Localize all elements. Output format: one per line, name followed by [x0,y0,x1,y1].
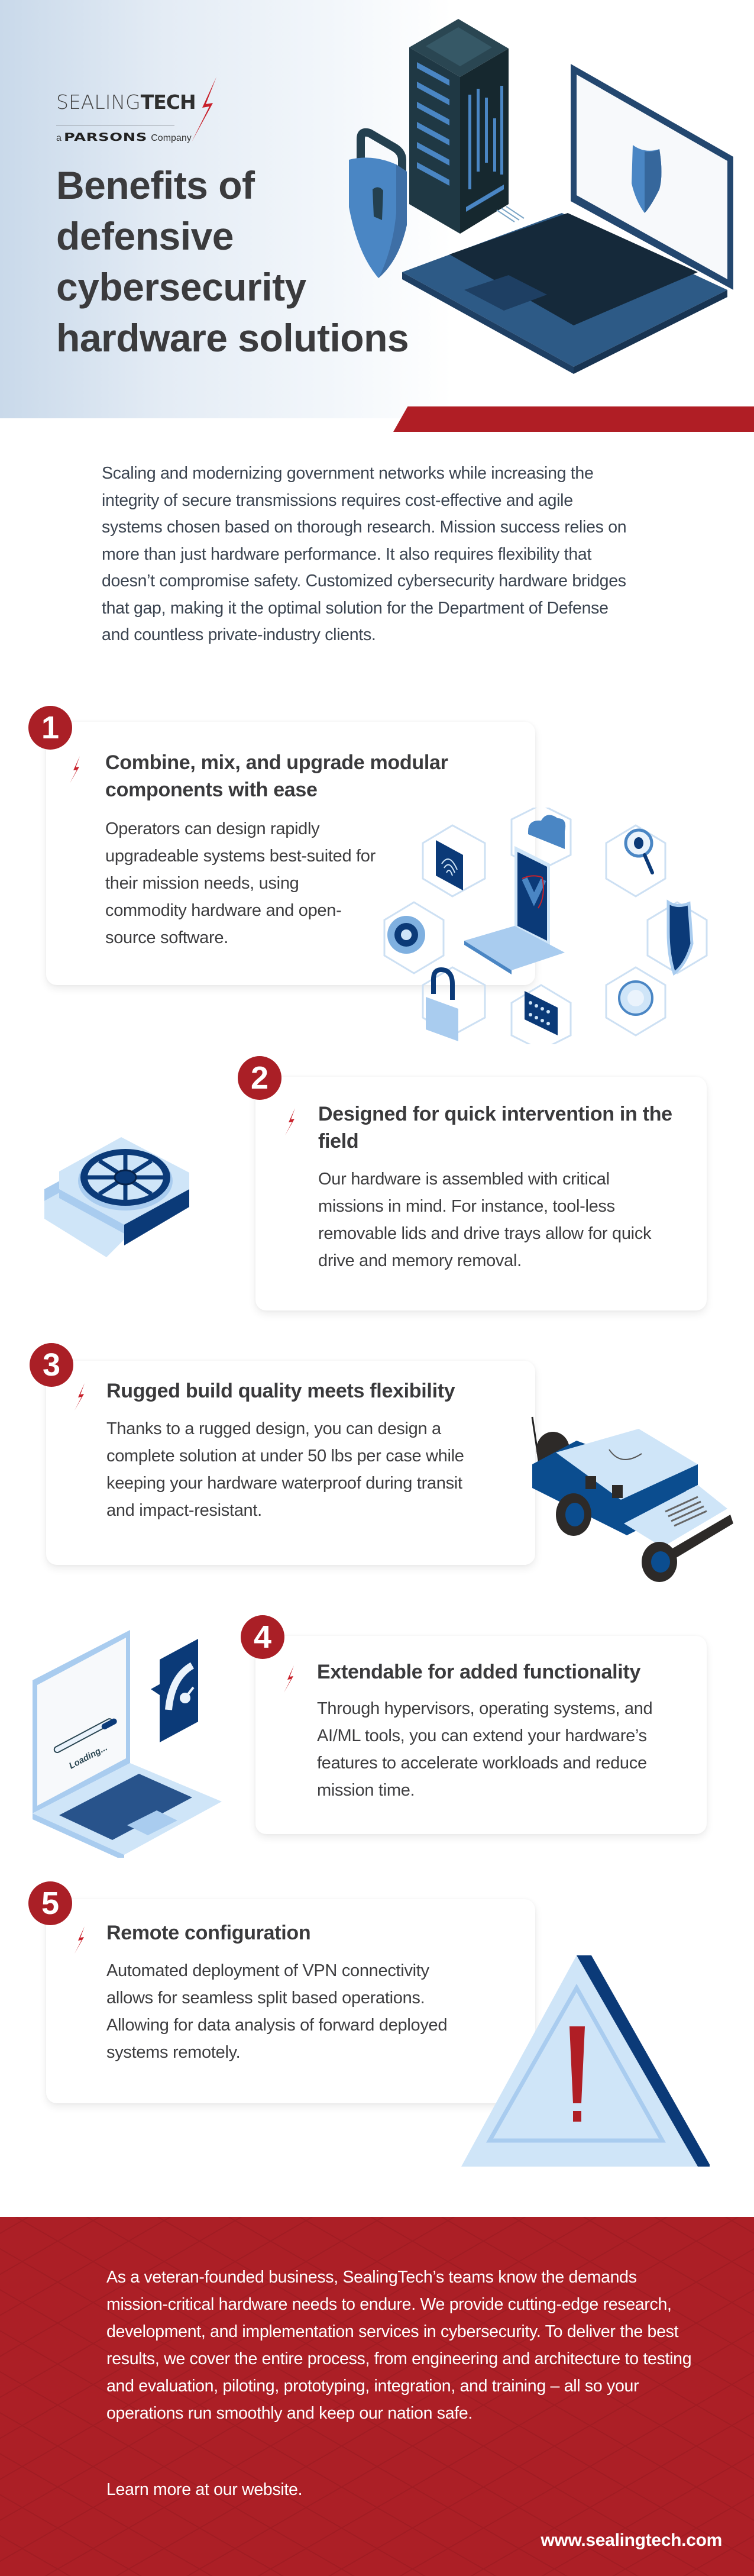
benefit-body: Operators can design rapidly upgradeable… [105,819,376,947]
lightning-bolt-icon [285,1108,295,1135]
warning-triangle-icon [461,1955,710,2167]
header-accent-stripe [393,406,754,432]
benefit-body: Through hypervisors, operating systems, … [317,1699,653,1800]
logo-tagline: a PARSONS Company [56,131,192,144]
benefit-title: Designed for quick intervention in the f… [318,1103,672,1153]
footer-cta: Learn more at our website. [106,2480,303,2499]
benefit-title: Extendable for added functionality [317,1661,641,1683]
hardware-fan-unit-icon [44,1137,189,1257]
benefit-title: Remote configuration [106,1922,311,1944]
server-tower-icon [409,19,525,234]
benefit-number-badge: 5 [28,1881,72,1925]
benefit-card-2: Designed for quick intervention in the f… [255,1077,707,1310]
benefit-title: Rugged build quality meets flexibility [106,1380,455,1402]
benefit-card-3: Rugged build quality meets flexibility T… [46,1361,535,1565]
laptop-shield-icon [402,64,733,374]
lightning-bolt-icon [192,77,216,142]
benefit-body: Our hardware is assembled with critical … [318,1170,652,1270]
footer-background-pattern [0,2217,754,2576]
lightning-bolt-icon [70,756,80,783]
benefit-body: Automated deployment of VPN connectivity… [106,1961,448,2062]
padlock-icon [349,128,407,278]
server-laptop-padlock-illustration [349,19,733,374]
benefit-number-badge: 3 [30,1343,73,1387]
laptop-loading-speedometer-icon: Loading... [33,1630,222,1858]
benefit-title: Combine, mix, and upgrade modular compon… [105,751,448,801]
sealingtech-logo[interactable]: SEALINGTECH a PARSONS Company [56,77,216,151]
website-link[interactable]: www.sealingtech.com [541,2530,722,2550]
benefit-number-badge: 4 [241,1615,284,1659]
intro-paragraph: Scaling and modernizing government netwo… [102,464,627,644]
benefit-number-badge: 1 [28,706,72,750]
page-title: Benefits of defensive cybersecurity hard… [56,163,409,360]
logo-wordmark: SEALINGTECH [56,91,196,114]
benefit-card-4: Extendable for added functionality Throu… [255,1636,707,1834]
footer-paragraph: As a veteran-founded business, SealingTe… [106,2268,692,2423]
laptop-security-network-icon [383,808,708,1044]
lightning-bolt-icon [75,1383,85,1410]
footer-section: As a veteran-founded business, SealingTe… [0,2217,754,2576]
benefit-card-5: Remote configuration Automated deploymen… [46,1899,535,2103]
military-vehicle-icon [531,1416,733,1582]
hero-header: SEALINGTECH a PARSONS Company Benefits o… [0,0,754,418]
lightning-bolt-icon [284,1665,294,1693]
benefit-body: Thanks to a rugged design, you can desig… [106,1419,464,1520]
lightning-bolt-icon [75,1926,85,1954]
benefit-number-badge: 2 [238,1056,281,1100]
